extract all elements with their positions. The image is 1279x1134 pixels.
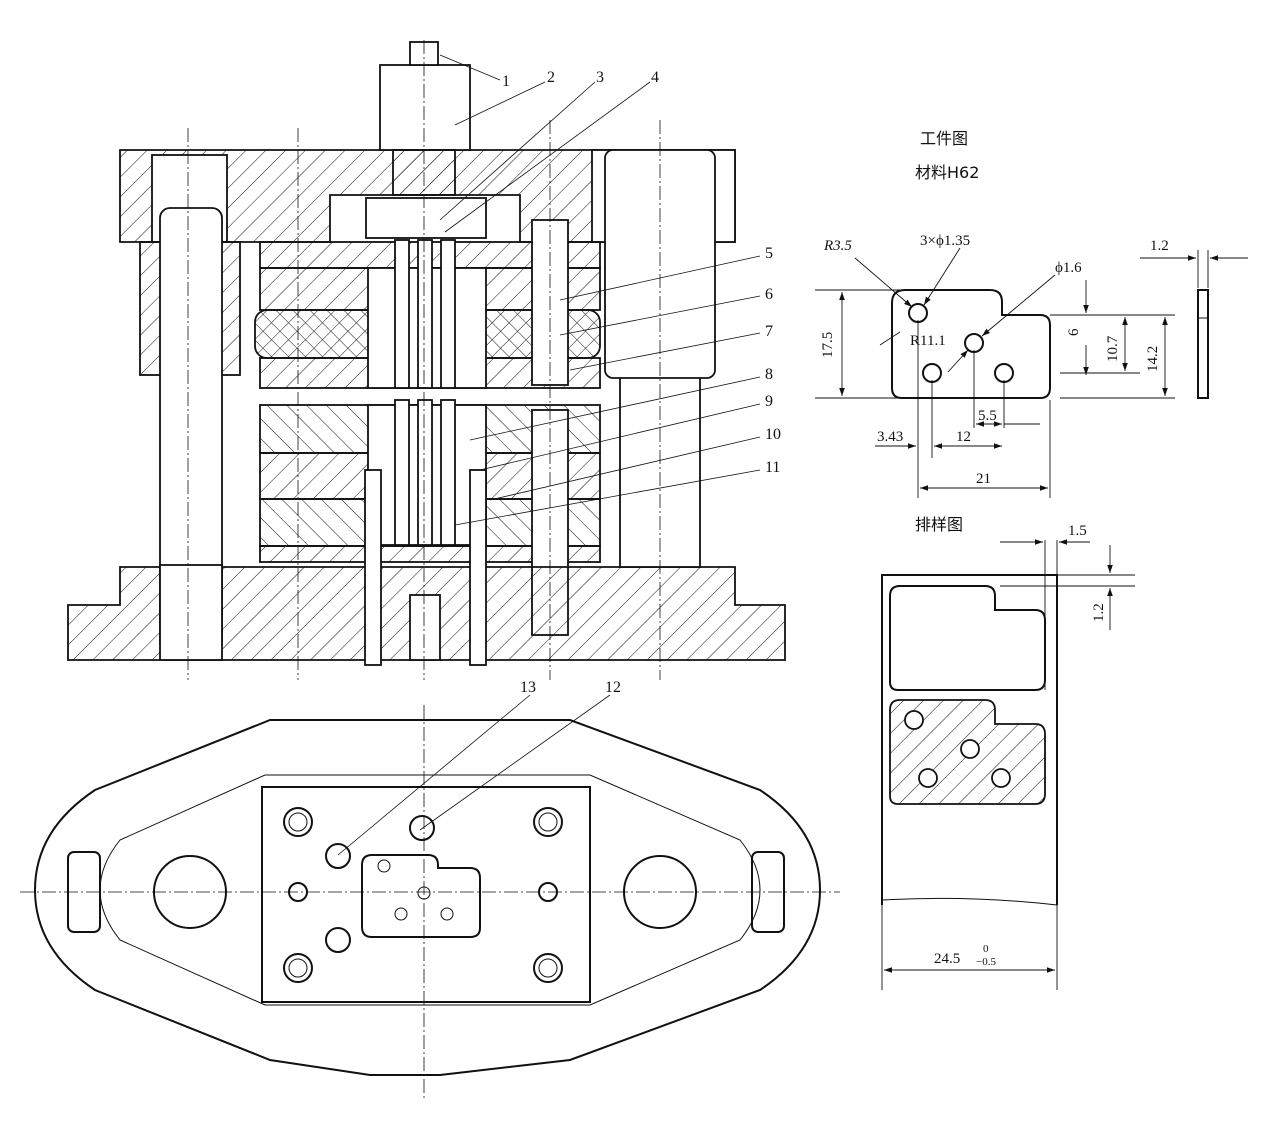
label-6: 6 — [765, 286, 773, 303]
dim-14-2: 14.2 — [1145, 346, 1161, 372]
part-leaders — [337, 54, 761, 856]
dim-3-holes: 3×ϕ1.35 — [920, 233, 970, 249]
dim-1-2: 1.2 — [1091, 603, 1107, 622]
die-plate-outline — [261, 786, 591, 1003]
dim-21: 21 — [976, 471, 991, 487]
workpiece-drawing — [815, 247, 1248, 498]
workpiece-material: 材料H62 — [915, 163, 979, 182]
dim-r111: R11.1 — [910, 333, 946, 349]
dim-12: 12 — [956, 429, 971, 445]
thickness-view — [1197, 289, 1209, 399]
dim-tol-lower: −0.5 — [976, 956, 996, 968]
dim-1-5: 1.5 — [1068, 523, 1087, 539]
label-9: 9 — [765, 393, 773, 410]
label-3: 3 — [596, 69, 604, 86]
label-13: 13 — [520, 679, 536, 696]
dim-5-5: 5.5 — [978, 408, 997, 424]
label-7: 7 — [765, 323, 773, 340]
lower-plate-4 — [259, 545, 601, 563]
strip-outline — [881, 574, 1058, 905]
label-4: 4 — [651, 69, 659, 86]
label-2: 2 — [547, 69, 555, 86]
section-view — [67, 40, 786, 680]
dim-17-5: 17.5 — [820, 332, 836, 358]
dim-tol-upper: 0 — [983, 943, 989, 955]
label-11: 11 — [765, 459, 780, 476]
strip-layout — [881, 539, 1135, 990]
dim-6: 6 — [1066, 328, 1082, 336]
label-5: 5 — [765, 245, 773, 262]
dim-3-43: 3.43 — [877, 429, 903, 445]
label-12: 12 — [605, 679, 621, 696]
label-8: 8 — [765, 366, 773, 383]
dim-phi16: ϕ1.6 — [1055, 260, 1082, 276]
workpiece-title: 工件图 — [920, 129, 968, 148]
lower-die-seat-outline — [33, 719, 822, 1076]
dim-thickness: 1.2 — [1150, 238, 1169, 254]
die-opening — [361, 854, 481, 938]
dim-r35: R3.5 — [823, 238, 852, 254]
label-10: 10 — [765, 426, 781, 443]
dim-24-5: 24.5 — [934, 951, 960, 967]
workpiece-outline — [891, 289, 1051, 399]
label-1: 1 — [502, 73, 510, 90]
die-shank — [379, 64, 471, 151]
strip-title: 排样图 — [915, 515, 963, 534]
dim-10-7: 10.7 — [1105, 335, 1121, 362]
plan-view — [20, 705, 840, 1100]
